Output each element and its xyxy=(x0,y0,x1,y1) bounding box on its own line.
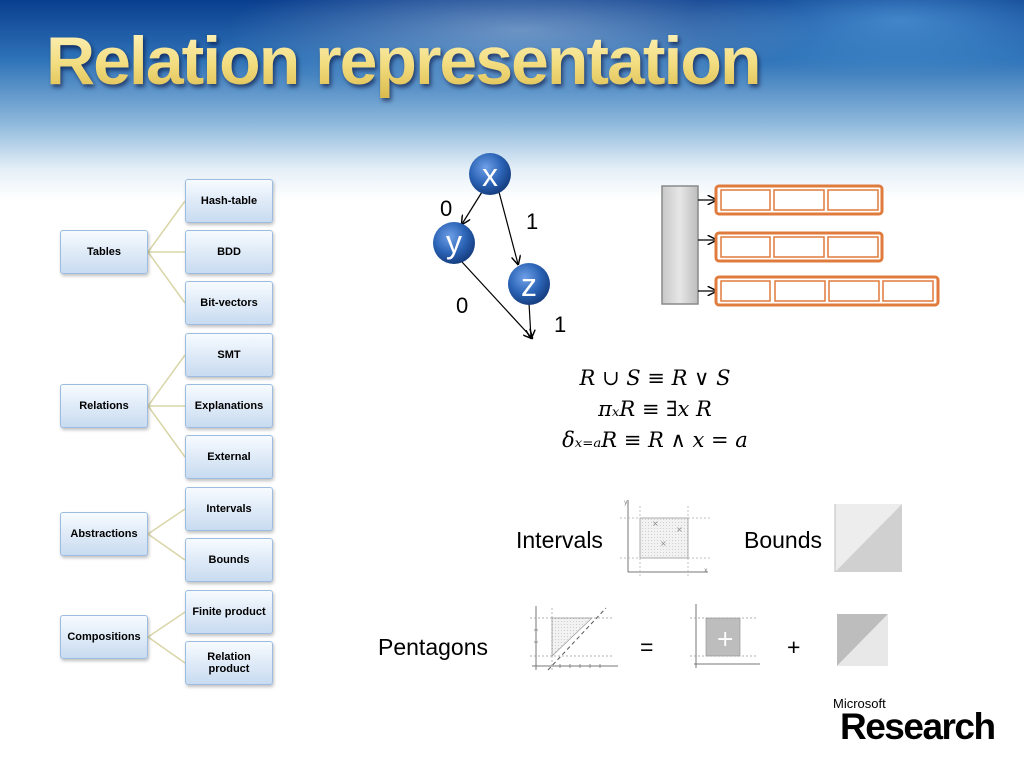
pentagon-bounds-plot xyxy=(837,614,888,666)
formula-selection-text: δₓ₌ₐR ≡ R ∧ x = a xyxy=(562,428,748,452)
tree-node-relations: Relations xyxy=(60,384,148,428)
tree-node-abstractions: Abstractions xyxy=(60,512,148,556)
formula-union: R ∪ S ≡ R ∨ S xyxy=(579,366,731,390)
pentagon-interval-plot: + xyxy=(690,604,760,668)
bdd-edge-label-x-y: 0 xyxy=(440,196,453,221)
intervals-plot: × × × x y xyxy=(620,499,712,576)
bitvector-row-1 xyxy=(714,184,884,216)
bdd-node-z-label: z xyxy=(521,267,537,303)
bounds-plot xyxy=(834,504,902,572)
tree-child-external: External xyxy=(185,435,273,479)
label-intervals: Intervals xyxy=(516,527,603,553)
formula-projection: πₓR ≡ ∃x R xyxy=(485,397,825,421)
bdd-node-y xyxy=(433,222,475,264)
logo-microsoft: Microsoft xyxy=(833,696,886,711)
logo-research: Research xyxy=(840,706,996,747)
tree-child-bit-vectors: Bit-vectors xyxy=(185,281,273,325)
slide-title: Relation representation xyxy=(46,23,761,99)
tree-child-intervals: Intervals xyxy=(185,487,273,531)
intervals-axis-x: x xyxy=(704,567,708,574)
tree-child-hash-table: Hash-table xyxy=(185,179,273,223)
plus-sign: + xyxy=(787,634,801,660)
tree-node-tables: Tables xyxy=(60,230,148,274)
svg-text:×: × xyxy=(660,539,667,548)
bdd-edge-label-y-end: 0 xyxy=(456,293,469,318)
svg-text:×: × xyxy=(676,525,683,534)
bdd-node-y-label: y xyxy=(446,224,462,260)
svg-text:+: + xyxy=(716,627,734,652)
bitvector-row-2 xyxy=(714,231,884,263)
bdd-edge-label-z-end: 1 xyxy=(554,312,567,337)
bdd-node-z xyxy=(508,263,550,305)
label-pentagons: Pentagons xyxy=(378,634,488,660)
tree-child-bounds: Bounds xyxy=(185,538,273,582)
equals-sign: = xyxy=(640,634,654,660)
bucket-array xyxy=(661,185,699,305)
tree-child-smt: SMT xyxy=(185,333,273,377)
formula-projection-text: πₓR ≡ ∃x R xyxy=(598,397,712,421)
svg-text:×: × xyxy=(652,519,659,528)
tree-child-explanations: Explanations xyxy=(185,384,273,428)
label-bounds: Bounds xyxy=(744,527,823,553)
title-banner xyxy=(0,0,1024,200)
bdd-edge-label-x-z: 1 xyxy=(526,209,539,234)
tree-child-relation-product: Relation product xyxy=(185,641,273,685)
tree-child-finite-product: Finite product xyxy=(185,590,273,634)
pentagons-plot xyxy=(530,606,618,672)
bdd-node-x-label: x xyxy=(482,157,498,193)
bdd-node-x xyxy=(469,153,511,195)
tree-node-compositions: Compositions xyxy=(60,615,148,659)
intervals-axis-y: y xyxy=(624,499,628,506)
tree-child-bdd: BDD xyxy=(185,230,273,274)
formula-selection: δₓ₌ₐR ≡ R ∧ x = a xyxy=(485,428,825,452)
